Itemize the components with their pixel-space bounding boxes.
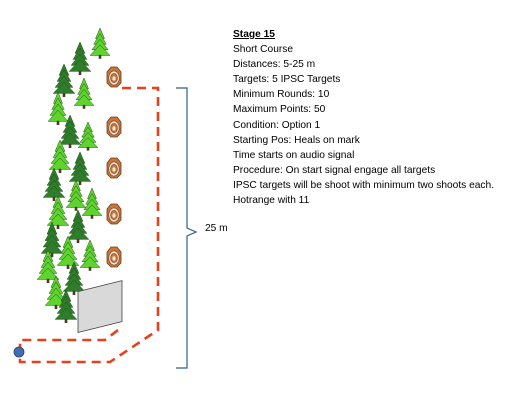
stage-line-course: Short Course bbox=[233, 44, 294, 56]
tree-icon bbox=[56, 235, 80, 269]
stage-line-distances: Distances: 5-25 m bbox=[233, 59, 316, 71]
tree-icon bbox=[62, 261, 86, 295]
ipsc-target-icon bbox=[106, 157, 122, 179]
course-boundary bbox=[18, 86, 160, 364]
tree-icon bbox=[54, 289, 78, 323]
tree-icon bbox=[66, 209, 90, 243]
distance-label: 25 m bbox=[205, 223, 228, 234]
stage-line-start-pos: Starting Pos: Heals on mark bbox=[233, 134, 360, 146]
tree-icon bbox=[44, 275, 68, 309]
stage-line-procedure: Procedure: On start signal engage all ta… bbox=[233, 164, 436, 176]
ipsc-target-icon bbox=[106, 203, 122, 225]
ipsc-target-icon bbox=[106, 66, 122, 88]
distance-bracket bbox=[176, 87, 198, 369]
start-position-icon bbox=[13, 346, 25, 358]
tree-icon bbox=[79, 239, 101, 271]
tree-icon bbox=[40, 221, 64, 258]
stage-line-hotrange: Hotrange with 11 bbox=[233, 195, 310, 207]
tree-icon bbox=[36, 249, 60, 283]
stage-line-condition: Condition: Option 1 bbox=[233, 119, 321, 131]
tree-icon bbox=[52, 63, 76, 97]
stage-line-time: Time starts on audio signal bbox=[233, 149, 355, 161]
tree-icon bbox=[89, 27, 111, 59]
tree-icon bbox=[73, 77, 95, 109]
tree-icon bbox=[65, 179, 87, 211]
tree-icon bbox=[77, 121, 99, 151]
tree-icon bbox=[47, 91, 69, 125]
stage-line-min-rounds: Minimum Rounds: 10 bbox=[233, 89, 330, 101]
tree-icon bbox=[48, 139, 72, 173]
barrier-icon bbox=[77, 280, 123, 334]
stage-info-panel: Stage 15 Short Course Distances: 5-25 m … bbox=[233, 27, 494, 208]
ipsc-target-icon bbox=[106, 116, 122, 138]
ipsc-target-icon bbox=[106, 246, 122, 268]
tree-icon bbox=[58, 114, 82, 148]
stage-line-ipsc-note: IPSC targets will be shoot with minimum … bbox=[233, 179, 495, 191]
tree-icon bbox=[68, 41, 92, 75]
stage-title: Stage 15 bbox=[233, 29, 275, 40]
stage-line-max-points: Maximum Points: 50 bbox=[233, 104, 326, 116]
tree-icon bbox=[46, 195, 70, 229]
tree-icon bbox=[42, 167, 66, 201]
target-array bbox=[106, 66, 122, 268]
stage-line-targets: Targets: 5 IPSC Targets bbox=[233, 74, 341, 86]
tree-line bbox=[36, 27, 111, 323]
tree-icon bbox=[81, 187, 103, 219]
tree-icon bbox=[68, 151, 92, 185]
